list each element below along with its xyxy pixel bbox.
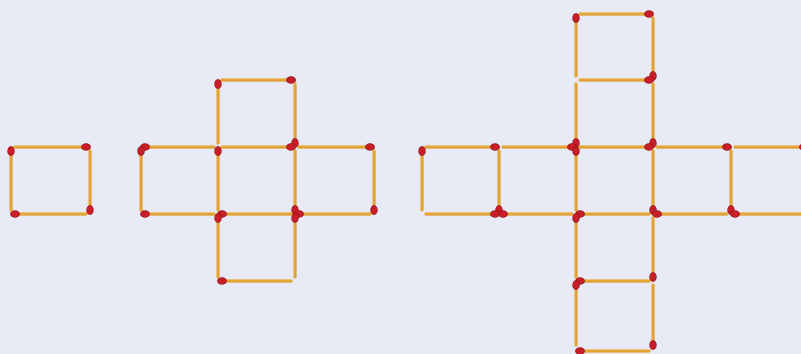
match-head [490, 144, 499, 151]
match-head [292, 213, 299, 222]
match-head [215, 146, 222, 155]
match-head [87, 205, 94, 214]
match-head [644, 77, 653, 84]
match-head [138, 146, 145, 155]
match-head [652, 211, 661, 218]
match-head [140, 211, 149, 218]
match-head [215, 213, 222, 222]
match-head [575, 348, 584, 354]
match-head [8, 146, 15, 155]
match-head [573, 13, 580, 22]
match-head [730, 211, 739, 218]
match-head [217, 278, 226, 285]
match-head [722, 144, 731, 151]
match-head [365, 144, 374, 151]
match-head [644, 11, 653, 18]
match-head [644, 144, 653, 151]
match-head [371, 205, 378, 214]
match-head [573, 146, 580, 155]
match-head [81, 144, 90, 151]
match-head [286, 77, 295, 84]
match-head [573, 280, 580, 289]
match-head [650, 272, 657, 281]
match-head [215, 79, 222, 88]
match-head [10, 211, 19, 218]
match-head [573, 213, 580, 222]
match-head [419, 146, 426, 155]
match-head [286, 144, 295, 151]
match-head [498, 211, 507, 218]
match-head [650, 340, 657, 349]
